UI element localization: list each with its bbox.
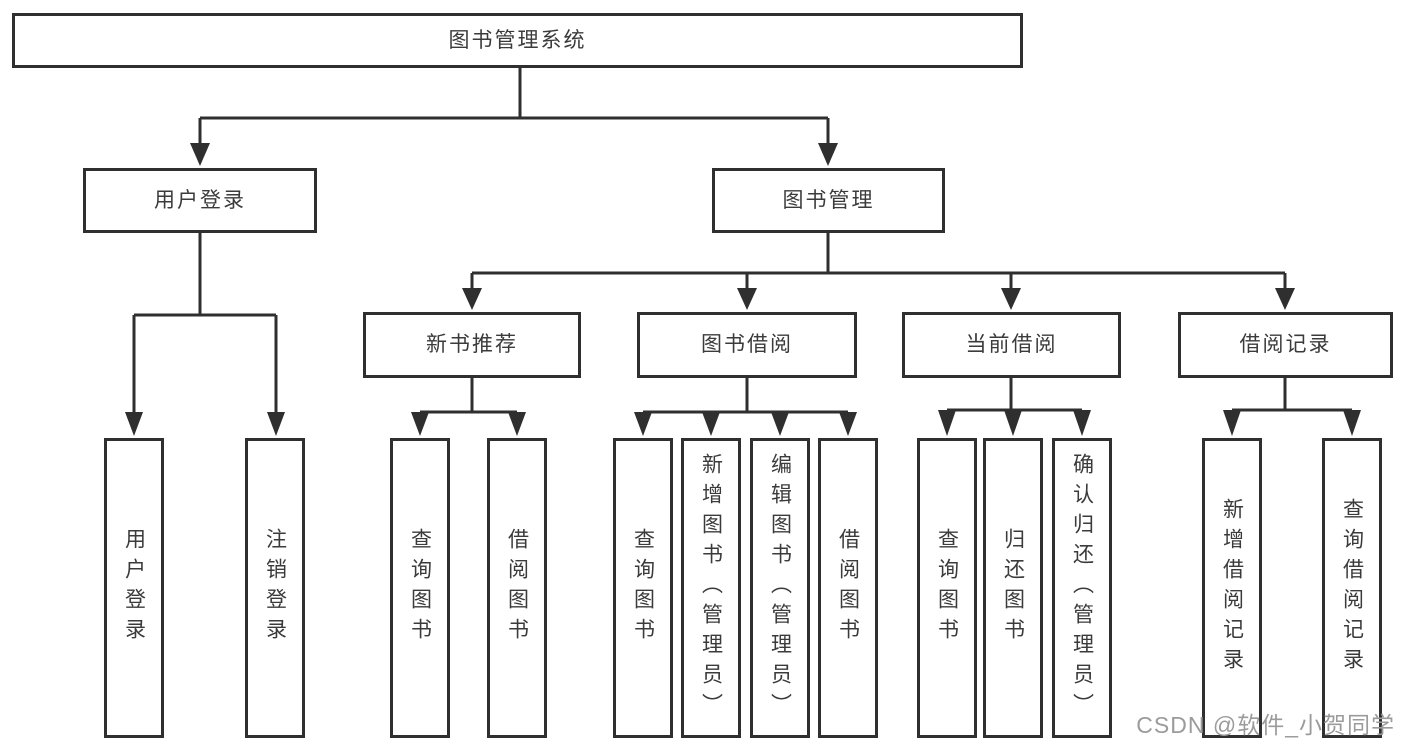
leaf-current-confirm-admin: 确认归还（管理员） xyxy=(1052,438,1112,738)
arrow-to-user-login xyxy=(190,143,210,166)
arrow-leaf-records-query xyxy=(1343,410,1361,436)
node-root: 图书管理系统 xyxy=(12,13,1023,68)
newbooks-branch-lines xyxy=(420,378,517,414)
leaf-current-return: 归还图书 xyxy=(983,438,1043,738)
node-borrow-records: 借阅记录 xyxy=(1178,312,1393,378)
bookmgmt-to-level3-lines xyxy=(470,233,1287,290)
arrow-leaf-borrow-add xyxy=(702,412,720,436)
leaf-borrow-borrow: 借阅图书 xyxy=(818,438,878,738)
node-book-management: 图书管理 xyxy=(712,168,945,233)
leaf-newbooks-query: 查询图书 xyxy=(390,438,450,738)
arrow-leaf-borrow-borrow xyxy=(839,412,857,436)
leaf-current-query: 查询图书 xyxy=(917,438,977,738)
userlogin-branch-lines xyxy=(132,233,278,414)
arrow-leaf-logout xyxy=(267,412,285,436)
arrow-leaf-user-login xyxy=(125,412,143,436)
leaf-borrow-add-admin: 新增图书（管理员） xyxy=(681,438,741,738)
arrow-leaf-newbooks-query xyxy=(411,412,429,436)
arrow-leaf-current-return xyxy=(1004,410,1022,436)
arrow-to-book-borrow xyxy=(737,288,757,310)
root-to-level2-lines xyxy=(198,68,830,146)
arrow-to-book-management xyxy=(818,143,838,166)
arrow-leaf-borrow-edit xyxy=(771,412,789,436)
node-book-borrow: 图书借阅 xyxy=(637,312,857,378)
arrow-to-borrow-records xyxy=(1275,288,1295,310)
borrow-branch-lines xyxy=(643,378,848,414)
leaf-borrow-edit-admin: 编辑图书（管理员） xyxy=(750,438,810,738)
arrow-leaf-borrow-query xyxy=(634,412,652,436)
arrow-leaf-current-query xyxy=(938,410,956,436)
arrow-to-current-borrow xyxy=(1001,288,1021,310)
watermark: CSDN @软件_小贺同学 xyxy=(1136,712,1395,738)
arrow-leaf-newbooks-borrow xyxy=(508,412,526,436)
leaf-logout: 注销登录 xyxy=(245,438,305,738)
current-branch-lines xyxy=(947,378,1082,412)
arrow-to-new-book-recommend xyxy=(462,288,482,310)
node-new-book-recommend: 新书推荐 xyxy=(363,312,581,378)
node-current-borrow: 当前借阅 xyxy=(902,312,1121,378)
node-user-login: 用户登录 xyxy=(83,168,317,233)
leaf-borrow-query: 查询图书 xyxy=(613,438,673,738)
arrow-leaf-records-add xyxy=(1223,410,1241,436)
leaf-user-login: 用户登录 xyxy=(104,438,164,738)
leaf-newbooks-borrow: 借阅图书 xyxy=(487,438,547,738)
leaf-records-add: 新增借阅记录 xyxy=(1202,438,1262,738)
arrow-leaf-current-confirm xyxy=(1073,410,1091,436)
leaf-records-query: 查询借阅记录 xyxy=(1322,438,1382,738)
records-branch-lines xyxy=(1232,378,1352,412)
